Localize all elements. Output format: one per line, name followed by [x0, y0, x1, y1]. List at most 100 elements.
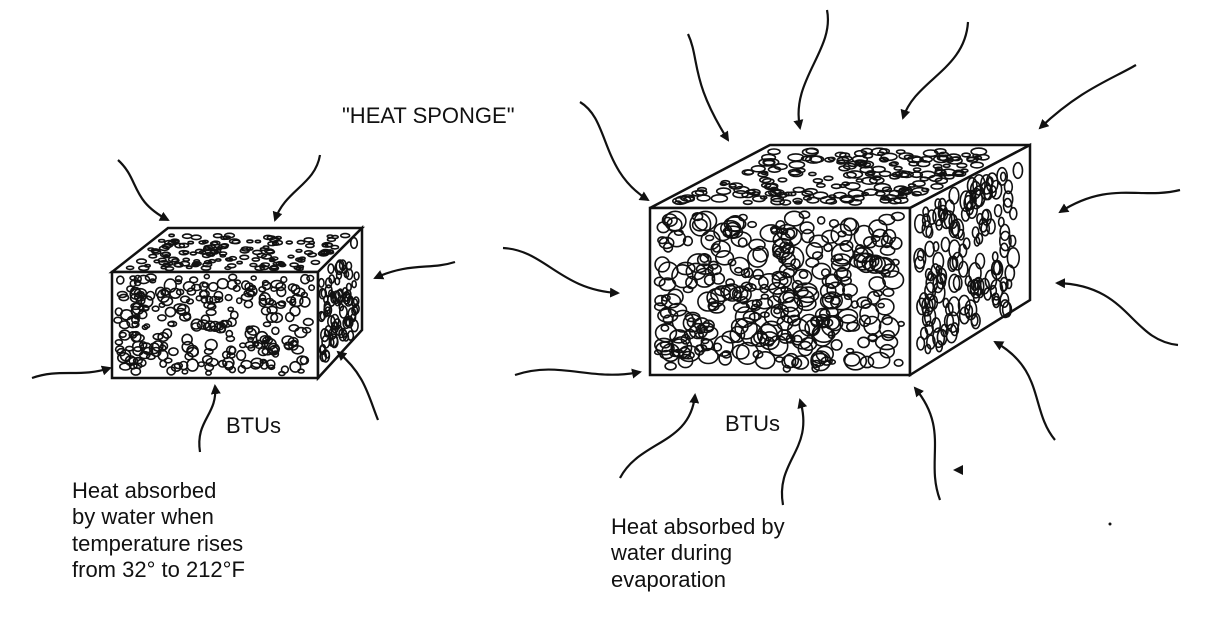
pore — [930, 263, 941, 279]
pore — [847, 189, 865, 198]
pore — [289, 360, 302, 373]
pore — [174, 242, 186, 249]
pore — [893, 196, 909, 204]
pore — [181, 333, 193, 346]
heat-arrow — [1055, 278, 1179, 347]
pore — [149, 278, 157, 284]
heat-arrow — [619, 393, 700, 479]
pore — [847, 198, 863, 206]
pore — [859, 355, 875, 369]
pore — [654, 256, 671, 273]
pore — [328, 333, 339, 348]
small-sponge-heat-arrows — [31, 154, 456, 453]
pore — [321, 241, 334, 248]
pore — [809, 315, 824, 327]
heat-arrow — [373, 260, 456, 280]
pore — [286, 296, 297, 304]
pore — [787, 153, 805, 162]
pore — [131, 301, 145, 315]
heat-arrow — [272, 154, 322, 222]
pore — [212, 233, 223, 239]
pore — [792, 268, 813, 286]
pore — [275, 260, 286, 267]
pore — [287, 254, 295, 259]
pore — [173, 303, 187, 312]
pore — [999, 171, 1007, 182]
pore — [710, 287, 731, 303]
pore — [174, 279, 183, 285]
pore — [856, 296, 873, 309]
pore — [225, 335, 236, 343]
pore — [961, 152, 971, 158]
pore — [250, 357, 264, 369]
pore — [118, 293, 130, 302]
pore — [338, 305, 348, 319]
pore — [203, 273, 211, 280]
pore — [285, 240, 294, 245]
pore — [760, 293, 769, 300]
pore — [236, 260, 243, 265]
pore — [816, 215, 826, 225]
pore — [289, 305, 301, 317]
pore — [240, 292, 254, 302]
pore — [270, 279, 284, 289]
pore — [296, 355, 308, 366]
pore — [152, 332, 164, 341]
pore — [858, 314, 872, 328]
pore — [295, 248, 303, 253]
caption-line: temperature rises — [72, 530, 244, 556]
pore — [881, 263, 900, 278]
pore — [144, 263, 152, 268]
pore — [194, 248, 205, 254]
pore — [771, 237, 795, 261]
small-sponge-pores — [113, 232, 360, 377]
pore — [747, 247, 768, 268]
pore — [810, 350, 832, 372]
pore — [979, 173, 993, 195]
pore — [694, 331, 705, 339]
pore — [970, 314, 979, 327]
pore — [343, 293, 353, 307]
pore — [710, 240, 731, 259]
pore — [310, 259, 321, 266]
pore — [922, 149, 939, 158]
heat-arrow — [117, 159, 170, 221]
pore — [825, 198, 838, 205]
pore — [757, 171, 769, 178]
pore — [748, 238, 766, 252]
pore — [909, 171, 924, 179]
pore — [239, 342, 247, 349]
pore — [691, 218, 708, 232]
pore — [913, 247, 927, 270]
pore — [714, 285, 732, 297]
pore — [855, 178, 864, 183]
pore — [175, 307, 187, 315]
pore — [743, 169, 755, 176]
scan-speck — [1108, 522, 1112, 526]
pore — [317, 310, 326, 323]
pore — [853, 252, 874, 271]
pore — [657, 236, 668, 245]
pore — [783, 352, 800, 369]
pore — [166, 366, 177, 376]
pore — [800, 155, 813, 162]
pore — [744, 282, 757, 292]
pore — [935, 218, 943, 231]
pore — [819, 195, 837, 205]
pore — [294, 326, 308, 339]
pore — [895, 149, 906, 155]
pore — [751, 298, 763, 308]
pore — [800, 228, 815, 244]
pore — [688, 322, 709, 340]
pore — [811, 262, 832, 280]
pore — [133, 362, 143, 370]
pore — [351, 305, 359, 316]
pore — [932, 327, 946, 349]
heat-arrow — [514, 368, 642, 379]
pore — [156, 314, 167, 322]
pore — [182, 311, 192, 321]
pore — [835, 266, 849, 279]
pore — [157, 238, 166, 243]
pore — [114, 338, 124, 346]
